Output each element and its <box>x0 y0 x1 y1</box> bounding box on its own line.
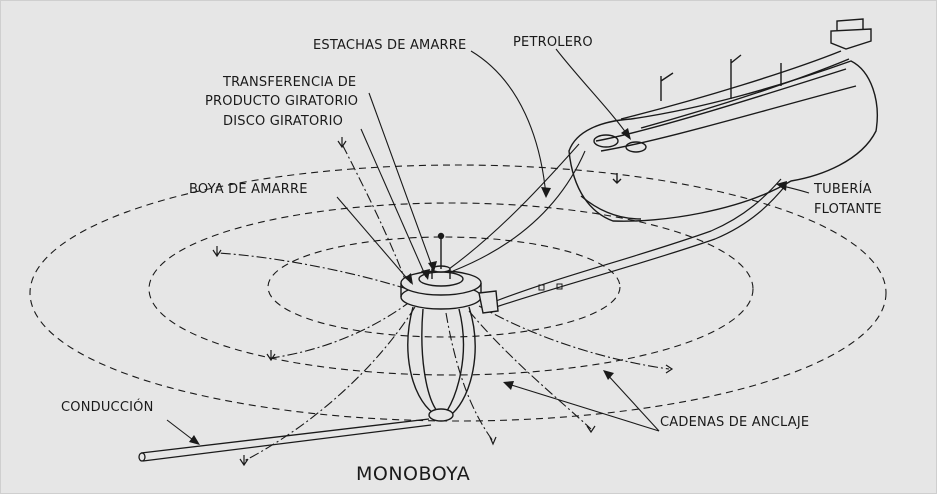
leader-disco <box>360 128 427 278</box>
pipeline <box>138 418 432 462</box>
plem <box>428 408 454 422</box>
label-petrolero: PETROLERO <box>513 35 593 50</box>
ring-outer <box>29 164 887 422</box>
leader-estachas <box>470 50 547 197</box>
label-estachas-de-amarre: ESTACHAS DE AMARRE <box>313 38 467 53</box>
tanker-deck-line <box>595 68 847 142</box>
mooring-buoy <box>400 232 499 422</box>
floating-hose <box>495 178 787 308</box>
chain-5 <box>445 312 494 442</box>
label-transferencia-line1: TRANSFERENCIA DE <box>223 75 357 90</box>
mooring-line-2 <box>452 150 586 272</box>
label-cadenas-de-anclaje: CADENAS DE ANCLAJE <box>660 415 810 430</box>
label-disco-giratorio: DISCO GIRATORIO <box>223 114 344 129</box>
tanker-hull-bottom <box>580 195 642 220</box>
leader-cadenas-1 <box>604 371 660 432</box>
tanker-hull <box>568 60 878 222</box>
label-conduccion: CONDUCCIÓN <box>61 400 154 415</box>
chain-1 <box>341 143 408 286</box>
chain-7 <box>478 305 670 370</box>
label-tuberia-line2: FLOTANTE <box>814 202 882 217</box>
label-tuberia-line1: TUBERÍA <box>814 182 872 197</box>
leader-cadenas-2 <box>504 382 660 432</box>
dashed-rings <box>29 164 887 422</box>
chain-6 <box>468 310 592 430</box>
hose-lower <box>495 184 787 308</box>
mooring-lines <box>448 143 586 272</box>
label-transferencia-line2: PRODUCTO GIRATORIO <box>205 94 359 109</box>
figure-caption: MONOBOYA <box>356 463 471 485</box>
hose-upper <box>495 178 782 302</box>
anchor-marks <box>212 137 674 467</box>
leader-transferencia <box>368 92 434 270</box>
label-boya-de-amarre: BOYA DE AMARRE <box>189 182 308 197</box>
tanker-superstructure <box>830 18 872 50</box>
chain-2 <box>216 252 408 290</box>
leader-petrolero <box>555 48 630 138</box>
leader-boya <box>336 196 412 284</box>
ring-inner <box>267 236 621 338</box>
tanker-ship <box>568 18 878 222</box>
arrowheads <box>189 128 787 445</box>
ring-middle <box>148 202 754 376</box>
chain-3 <box>270 300 412 359</box>
leader-lines <box>166 48 810 444</box>
mooring-line-1 <box>448 143 580 270</box>
